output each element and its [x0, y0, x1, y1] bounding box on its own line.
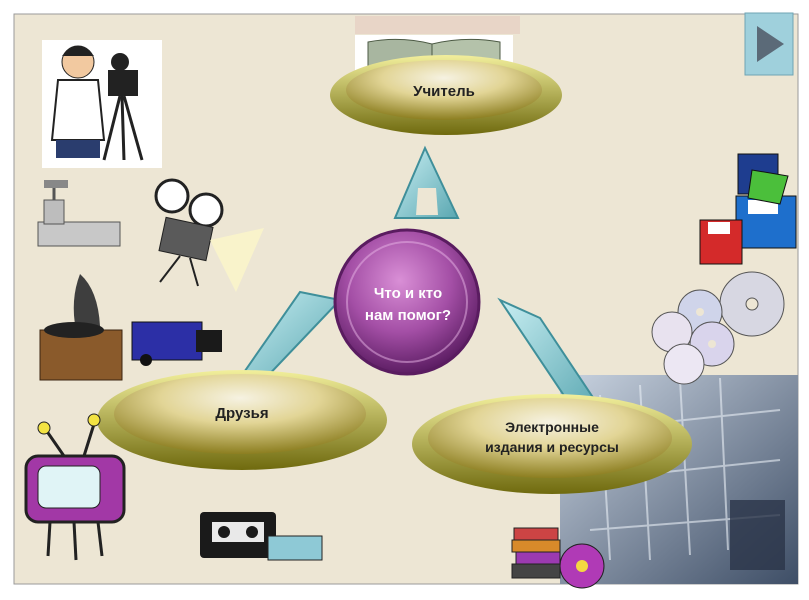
cassette-icon: [200, 512, 323, 561]
resources-ellipse[interactable]: Электронные издания и ресурсы: [412, 394, 692, 494]
center-question-circle[interactable]: Что и кто нам помог?: [333, 228, 481, 376]
center-question-line2: нам помог?: [365, 307, 451, 324]
overhead-projector-icon: [37, 180, 121, 247]
film-projector-icon: [154, 178, 264, 292]
friends-ellipse[interactable]: Друзья: [97, 370, 387, 470]
gramophone-icon: [39, 274, 123, 381]
resources-label-line2: издания и ресурсы: [485, 439, 619, 455]
teacher-ellipse[interactable]: Учитель: [330, 55, 562, 135]
friends-label: Друзья: [215, 405, 268, 422]
next-slide-button[interactable]: [744, 12, 794, 76]
teacher-label: Учитель: [413, 83, 475, 100]
camcorder-icon: [131, 321, 222, 366]
retro-tv-icon: [24, 413, 126, 561]
center-question-line1: Что и кто: [374, 285, 442, 302]
cameraman-icon: [42, 40, 162, 168]
faded-title-strip: [355, 16, 520, 34]
play-arrow-icon: [757, 26, 784, 62]
compact-discs-icon: [651, 271, 785, 385]
resources-label-line1: Электронные: [505, 419, 599, 435]
floppy-disks-icon: [699, 153, 797, 265]
connector-top: [393, 145, 460, 219]
books-and-disc-icon: [511, 527, 605, 589]
